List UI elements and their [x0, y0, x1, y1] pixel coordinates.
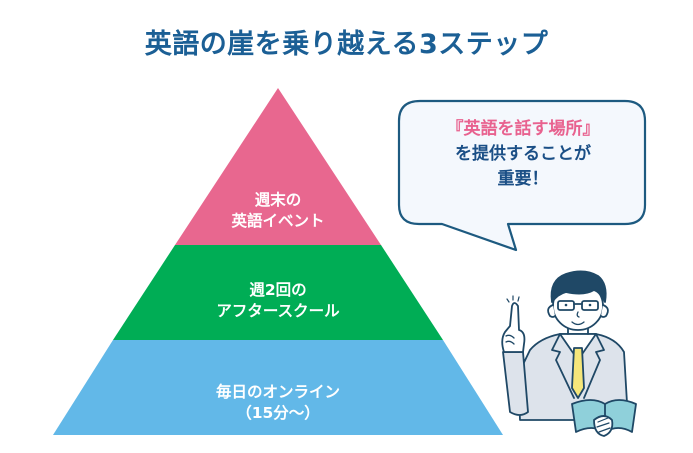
tier-top-line-2: 英語イベント	[231, 212, 325, 230]
pyramid-tier-middle	[113, 245, 443, 340]
page-title: 英語の崖を乗り越える3ステップ	[144, 29, 549, 60]
speech-bubble	[397, 99, 647, 252]
tier-middle-line-2: アフタースクール	[216, 302, 340, 320]
tier-middle-label: 週2回の アフタースクール	[178, 280, 378, 322]
tier-top-label: 週末の 英語イベント	[178, 190, 378, 232]
pyramid-tier-bottom	[53, 340, 503, 435]
pyramid-tier-top	[175, 88, 381, 245]
bubble-line-3: 重要！	[497, 169, 549, 189]
tier-middle-line-1: 週2回の	[249, 281, 307, 299]
tier-bottom-label: 毎日のオンライン （15分～）	[158, 382, 398, 424]
pyramid	[53, 88, 503, 435]
tier-top-line-1: 週末の	[254, 191, 302, 209]
speech-bubble-text: 『英語を話す場所』 を提供することが 重要！	[404, 117, 642, 192]
bubble-line-2: を提供することが	[455, 144, 591, 164]
tier-bottom-line-1: 毎日のオンライン	[215, 383, 340, 401]
teacher-illustration	[501, 270, 637, 437]
bubble-highlight: 『英語を話す場所』	[446, 119, 600, 139]
tier-bottom-line-2: （15分～）	[236, 404, 320, 422]
